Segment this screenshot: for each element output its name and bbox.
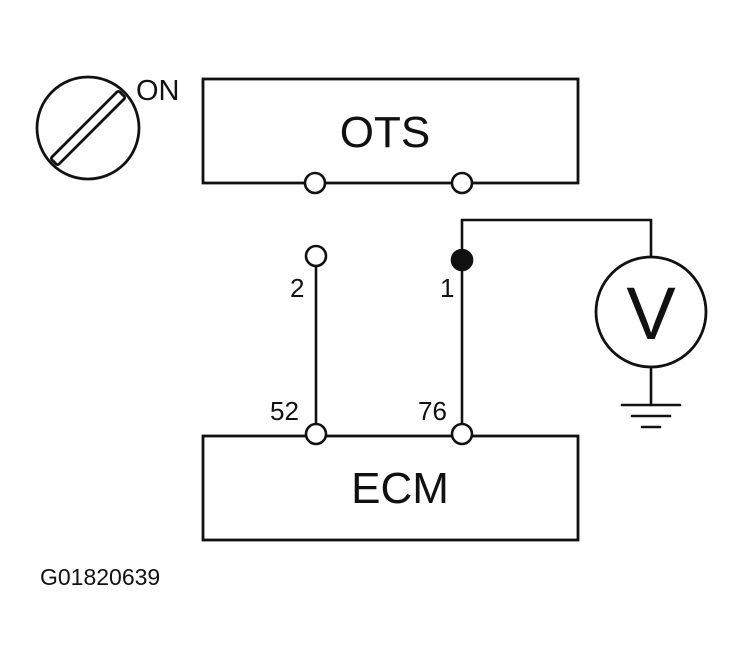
ecm-box	[201, 434, 580, 542]
ecm-component: ECM	[201, 422, 580, 542]
ots-label: OTS	[340, 108, 430, 157]
ecm-terminal-52	[304, 422, 328, 446]
ignition-switch-icon	[35, 75, 141, 181]
connector-pin-1-label: 1	[440, 273, 454, 303]
ignition-on-label: ON	[136, 75, 180, 107]
ecm-pin-76-label: 76	[418, 396, 447, 426]
figure-id: G01820639	[40, 564, 160, 590]
wire-pin1-to-voltmeter	[460, 218, 653, 262]
ground-icon	[620, 365, 682, 429]
voltmeter-icon: V	[594, 255, 708, 369]
connector-pin-2	[304, 244, 328, 268]
ignition-key-slot	[49, 89, 127, 167]
voltmeter-label: V	[626, 272, 676, 355]
connector-pin-2-label: 2	[290, 273, 304, 303]
ecm-pin-52-label: 52	[270, 396, 299, 426]
ots-component: OTS	[201, 77, 580, 195]
ots-terminal-right	[450, 171, 474, 195]
ots-box	[201, 77, 580, 185]
ecm-terminal-76	[450, 422, 474, 446]
connector-pin-1	[450, 248, 474, 272]
ots-terminal-left	[303, 171, 327, 195]
ecm-label: ECM	[351, 464, 449, 513]
